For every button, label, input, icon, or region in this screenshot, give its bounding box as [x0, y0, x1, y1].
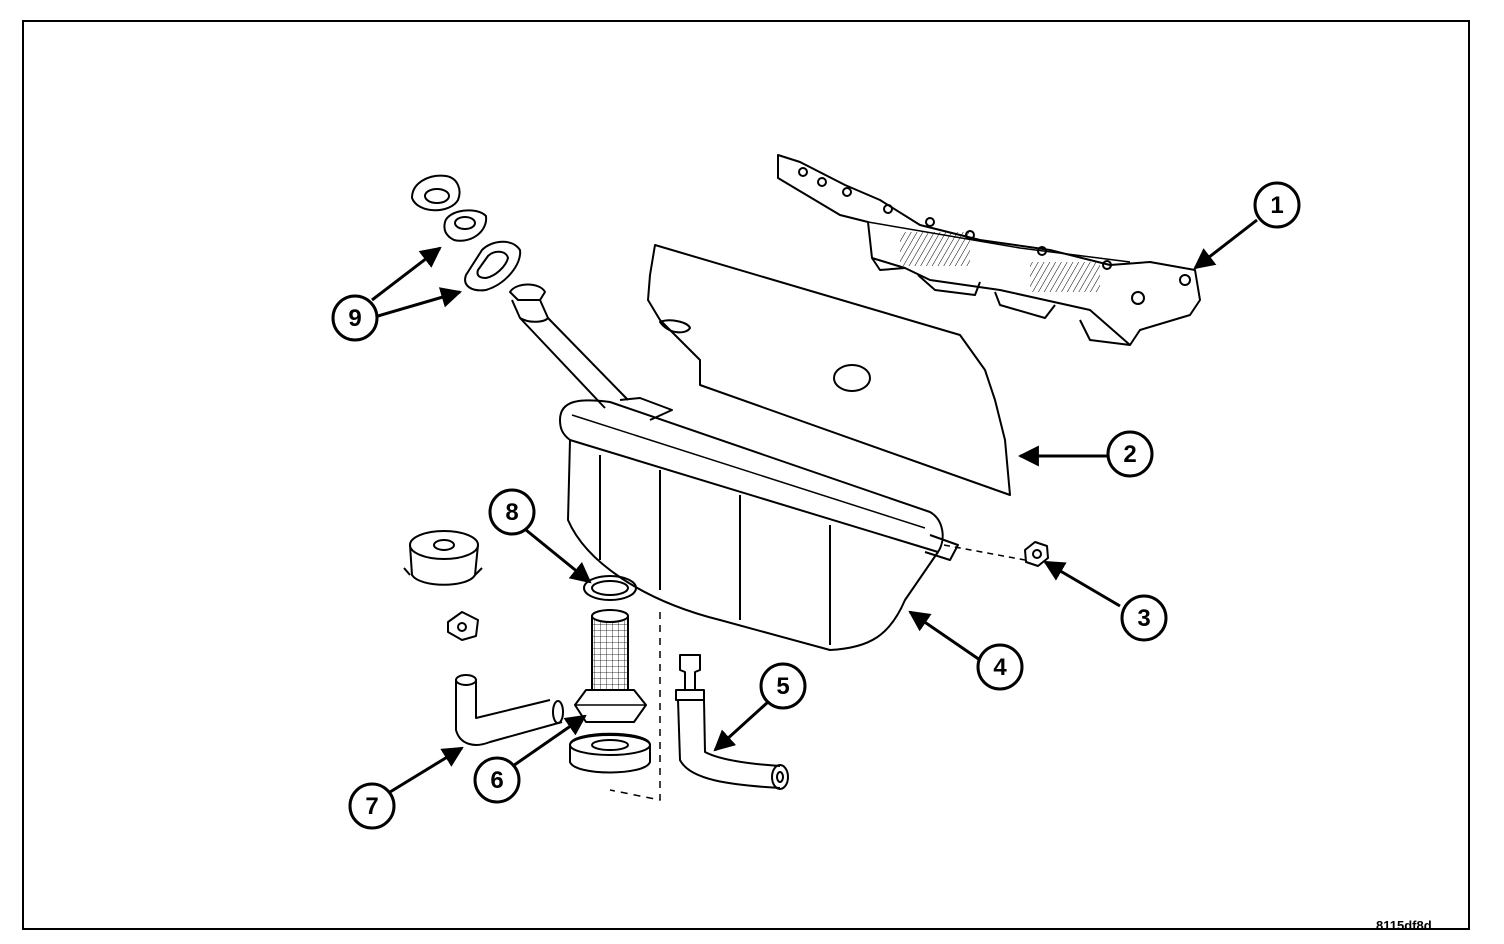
part-2-gasket [647, 244, 1011, 496]
callout-1: 1 [1253, 181, 1301, 229]
callout-5: 5 [759, 662, 807, 710]
arrow-6 [509, 714, 587, 770]
callout-7: 7 [348, 782, 396, 830]
callout-9: 9 [331, 294, 379, 342]
part-8-o-ring [583, 575, 637, 601]
callout-5-label: 5 [776, 673, 789, 700]
part-7-elbow-tube [455, 674, 564, 746]
callouts: 1 2 3 4 5 6 7 8 [331, 181, 1301, 830]
arrow-4 [908, 610, 981, 662]
callout-8: 8 [488, 488, 536, 536]
callout-3: 3 [1120, 594, 1168, 642]
part-4-oil-pan [559, 397, 1026, 651]
callout-3-label: 3 [1137, 605, 1150, 632]
arrow-9b [377, 287, 463, 318]
arrow-5 [713, 700, 770, 752]
part-6-oil-strainer [569, 609, 651, 774]
callout-1-label: 1 [1270, 192, 1283, 219]
part-5-oil-tube [675, 654, 789, 790]
assembly-line [609, 612, 661, 801]
callout-4-label: 4 [993, 654, 1007, 681]
callout-2-label: 2 [1123, 441, 1136, 468]
arrow-9a [371, 246, 442, 302]
callout-4: 4 [976, 643, 1024, 691]
part-9-seals [411, 174, 522, 292]
arrow-8 [525, 528, 592, 584]
part-3-nut [1024, 541, 1049, 567]
callout-6-label: 6 [490, 767, 503, 794]
callout-9-label: 9 [348, 305, 361, 332]
part-1-windage-tray [777, 154, 1201, 346]
leader-arrows [371, 218, 1258, 794]
callout-6: 6 [473, 756, 521, 804]
diagram-frame [22, 20, 1470, 930]
arrow-1 [1193, 218, 1258, 270]
arrow-7 [389, 746, 464, 794]
arrow-3 [1043, 560, 1121, 608]
callout-2: 2 [1106, 430, 1154, 478]
dipstick-tube [509, 283, 629, 409]
callout-8-label: 8 [505, 499, 518, 526]
callout-7-label: 7 [365, 793, 378, 820]
figure-id: 8115df8d [1376, 918, 1432, 933]
pickup-housing [403, 530, 483, 641]
